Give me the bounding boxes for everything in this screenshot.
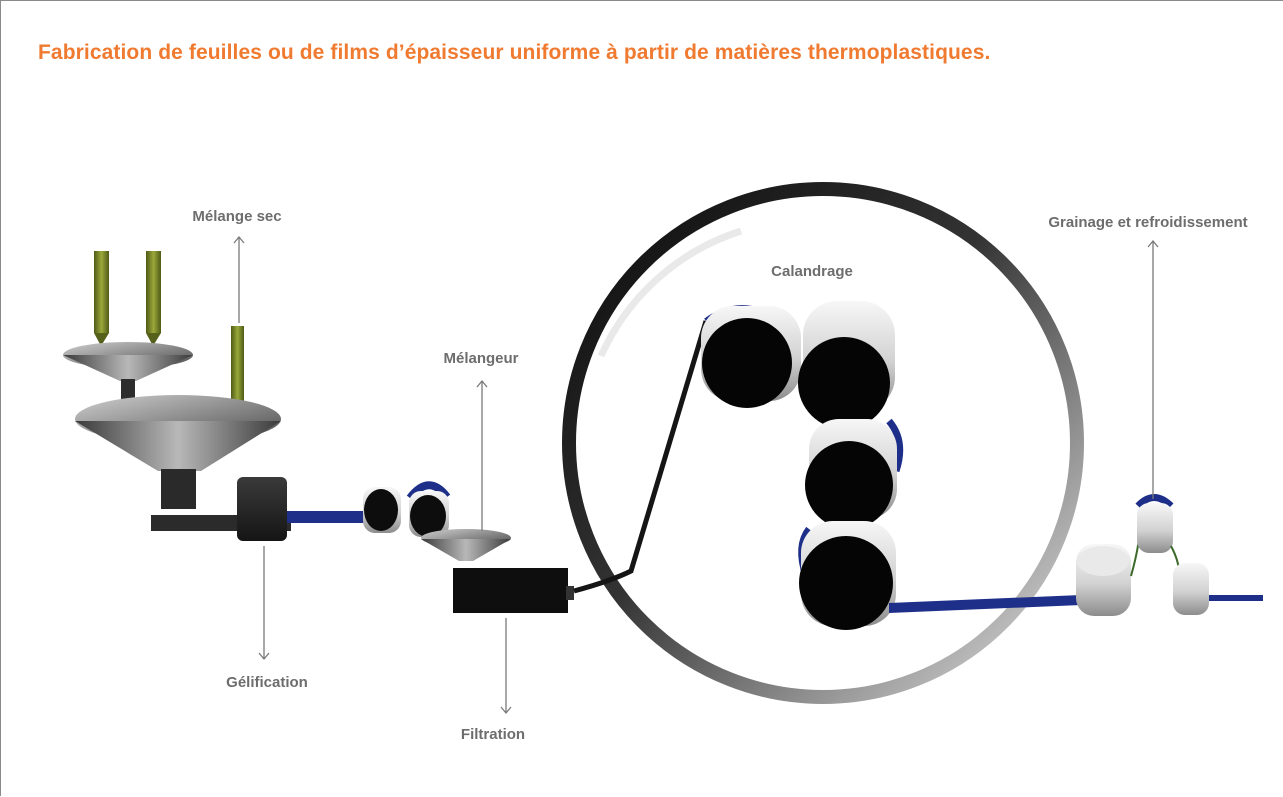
small-roller-1 <box>363 487 401 533</box>
large-hopper <box>75 395 281 509</box>
label-gelification: Gélification <box>226 674 308 691</box>
calendering-zoom <box>562 182 1084 704</box>
film-path-in <box>573 320 709 594</box>
gelification-unit <box>151 477 367 541</box>
calender-roller-4 <box>799 521 896 630</box>
small-roller-2 <box>406 481 451 537</box>
graining-roller-3 <box>1173 563 1209 615</box>
diagram-title: Fabrication de feuilles ou de films d’ép… <box>38 41 991 64</box>
arrow-melange-sec <box>233 235 245 323</box>
arrows <box>233 235 1159 715</box>
arrow-melangeur <box>476 379 488 531</box>
graining-roller-2 <box>1135 494 1174 553</box>
arrow-grainage <box>1147 239 1159 499</box>
calender-rollers <box>701 301 904 630</box>
calender-roller-3 <box>805 419 897 529</box>
calender-roller-2 <box>798 301 895 429</box>
label-melangeur: Mélangeur <box>443 350 518 367</box>
film-out <box>889 595 1081 613</box>
arrow-gelification <box>258 546 270 661</box>
label-melange-sec: Mélange sec <box>192 208 281 225</box>
label-calandrage: Calandrage <box>771 263 853 280</box>
label-grainage: Grainage et refroidissement <box>1048 214 1247 231</box>
graining-roller-1 <box>1076 544 1131 616</box>
arrow-filtration <box>500 618 512 715</box>
injector-left <box>94 251 109 346</box>
mixer <box>421 529 511 561</box>
injector-middle <box>146 251 161 346</box>
label-filtration: Filtration <box>461 726 525 743</box>
graining-rollers <box>1076 494 1263 616</box>
calender-roller-1 <box>701 306 801 408</box>
dry-mix-hoppers <box>63 251 281 509</box>
small-hopper <box>63 342 193 399</box>
filtration-unit <box>453 568 574 613</box>
small-roller-pair <box>363 481 451 537</box>
